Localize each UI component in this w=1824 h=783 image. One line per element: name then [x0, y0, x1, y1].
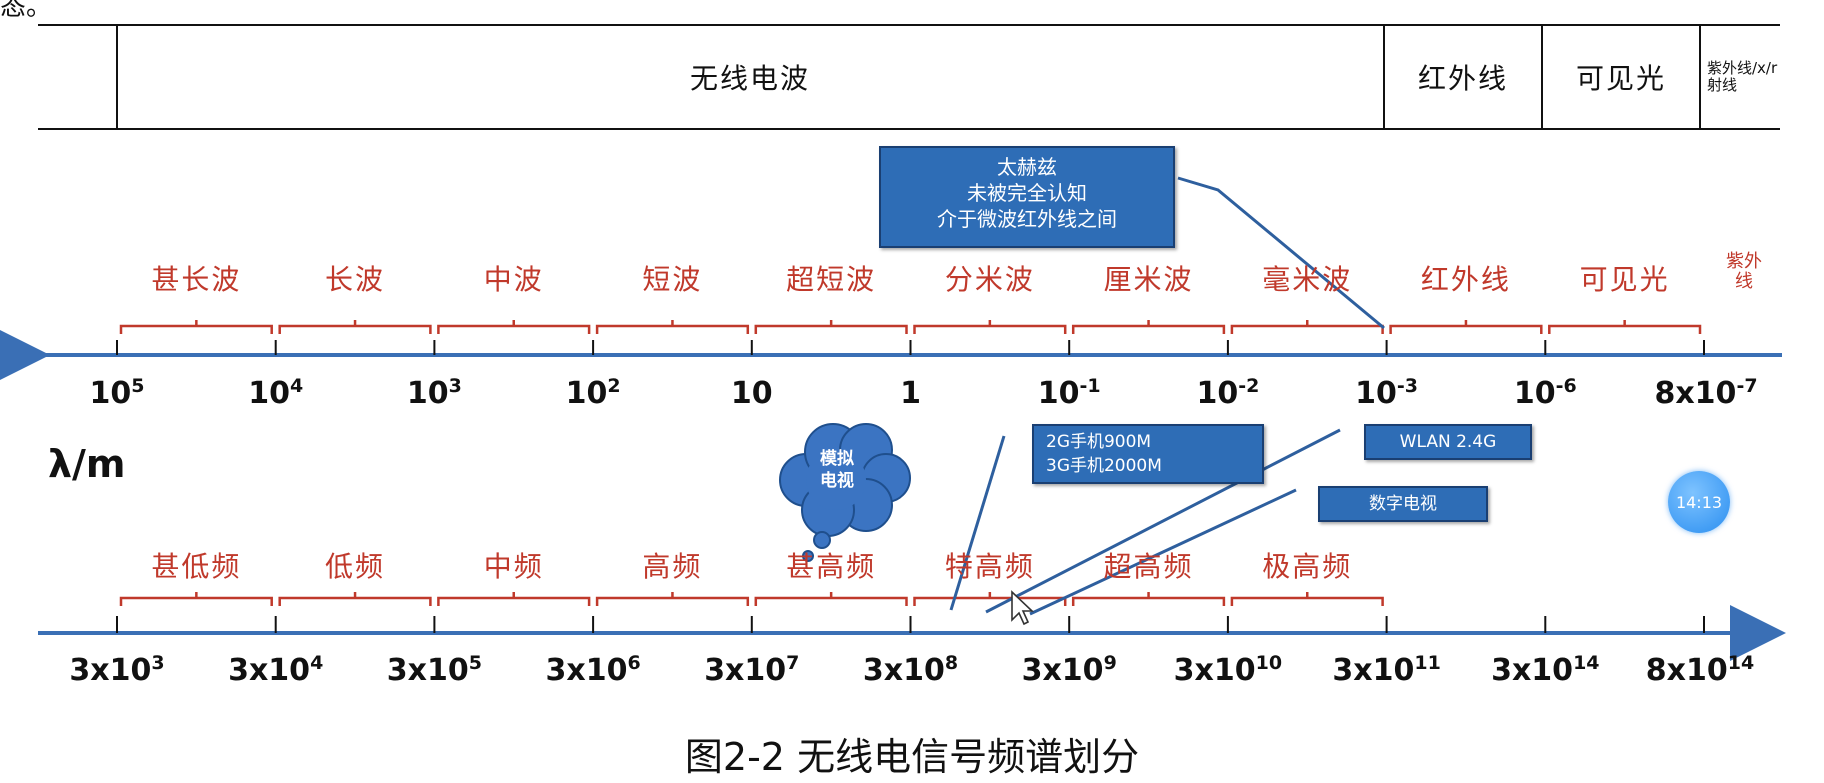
- frequency-band-label: 极高频: [1262, 550, 1353, 583]
- frequency-tick-label: 3x1011: [1332, 652, 1441, 688]
- mobile-leader-line: [949, 435, 1006, 611]
- wavelength-tick-label: 10-6: [1513, 375, 1577, 411]
- frequency-tick-label: 8x1014: [1645, 652, 1755, 688]
- figure-caption: 图2-2 无线电信号频谱划分: [684, 735, 1140, 779]
- frequency-tick-label: 3x103: [69, 652, 165, 688]
- header-infrared: 红外线: [1385, 24, 1543, 129]
- frequency-band-label: 中频: [483, 550, 544, 583]
- wavelength-tick-label: 102: [565, 375, 621, 411]
- wavelength-band-bracket: [1389, 320, 1543, 334]
- frequency-band-bracket: [437, 592, 591, 606]
- wavelength-band-bracket: [119, 320, 273, 334]
- frequency-band-bracket: [1230, 592, 1384, 606]
- frequency-band-bracket: [754, 592, 908, 606]
- wavelength-tick-label: 10-2: [1196, 375, 1260, 411]
- wavelength-tick-label: 10-1: [1037, 375, 1101, 411]
- wavelength-band-label: 中波: [483, 263, 544, 296]
- mouse-cursor-icon: [1011, 590, 1035, 626]
- page-fragment-text: 态。: [0, 0, 53, 22]
- wavelength-band-label: 甚长波: [151, 263, 242, 296]
- frequency-tick-label: 3x1014: [1491, 652, 1600, 688]
- wlan-callout: WLAN 2.4G: [1364, 424, 1532, 460]
- frequency-tick-label: 3x109: [1021, 652, 1117, 688]
- frequency-tick-label: 3x107: [704, 652, 800, 688]
- frequency-tick-label: 3x105: [386, 652, 482, 688]
- frequency-tick-label: 3x106: [545, 652, 641, 688]
- frequency-band-bracket: [913, 592, 1067, 606]
- terahertz-leader-line: [1177, 176, 1385, 330]
- frequency-band-label: 特高频: [944, 550, 1035, 583]
- frequency-band-label: 甚低频: [151, 550, 242, 583]
- frequency-band-bracket: [595, 592, 750, 606]
- wavelength-tick-label: 103: [406, 375, 462, 411]
- wavelength-band-label: 长波: [325, 263, 386, 296]
- frequency-band-bracket: [119, 592, 273, 606]
- wavelength-band-bracket: [595, 320, 750, 334]
- wavelength-band-bracket: [278, 320, 432, 334]
- frequency-tick-label: 3x108: [862, 652, 959, 688]
- header-visible-light: 可见光: [1543, 24, 1701, 129]
- header-uv-xray: 紫外线/x/r射线: [1707, 58, 1778, 94]
- wavelength-band-label: 紫外线: [1726, 251, 1762, 292]
- wavelength-band-label: 红外线: [1420, 263, 1511, 296]
- frequency-band-label: 甚高频: [786, 550, 877, 583]
- wavelength-axis-label: λ/m: [48, 442, 126, 486]
- analog-tv-cloud: [779, 423, 911, 562]
- wavelength-band-label: 分米波: [944, 263, 1035, 296]
- wavelength-tick-label: 104: [248, 375, 304, 411]
- header-top-border: [38, 24, 1780, 26]
- frequency-tick-label: 3x1010: [1173, 652, 1283, 688]
- frequency-band-bracket: [278, 592, 432, 606]
- wavelength-tick-label: 10-3: [1355, 375, 1419, 411]
- wavelength-band-label: 超短波: [786, 263, 877, 296]
- analog-tv-label: 模拟 电视: [820, 449, 854, 491]
- digital-tv-leader-line: [1029, 488, 1297, 616]
- wavelength-band-bracket: [1071, 320, 1226, 334]
- wavelength-band-bracket: [754, 320, 908, 334]
- wavelength-tick-label: 105: [89, 375, 145, 411]
- wavelength-band-label: 短波: [642, 263, 703, 296]
- wavelength-tick-label: 1: [900, 376, 921, 411]
- wavelength-band-label: 可见光: [1579, 263, 1670, 296]
- wavelength-band-bracket: [1230, 320, 1384, 334]
- digital-tv-callout: 数字电视: [1318, 486, 1488, 522]
- wavelength-band-bracket: [913, 320, 1067, 334]
- wavelength-band-label: 厘米波: [1103, 263, 1194, 296]
- frequency-band-bracket: [1071, 592, 1226, 606]
- header-bottom-border: [38, 128, 1780, 130]
- frequency-tick-label: 3x104: [228, 652, 324, 688]
- wavelength-band-bracket: [1548, 320, 1702, 334]
- header-empty-cell: [38, 24, 118, 129]
- wavelength-band-label: 毫米波: [1262, 263, 1353, 296]
- frequency-band-label: 低频: [325, 550, 386, 583]
- wlan-leader-line: [985, 428, 1341, 614]
- wavelength-tick-label: 10: [730, 376, 773, 411]
- timer-badge[interactable]: 14:13: [1668, 471, 1730, 533]
- wavelength-tick-label: 8x10-7: [1654, 375, 1758, 411]
- terahertz-callout: 太赫兹 未被完全认知 介于微波红外线之间: [879, 146, 1175, 248]
- mobile-callout: 2G手机900M 3G手机2000M: [1032, 424, 1264, 484]
- frequency-band-label: 超高频: [1103, 550, 1194, 583]
- frequency-band-label: 高频: [642, 550, 703, 583]
- header-radio-waves: 无线电波: [117, 24, 1385, 129]
- wavelength-band-bracket: [437, 320, 591, 334]
